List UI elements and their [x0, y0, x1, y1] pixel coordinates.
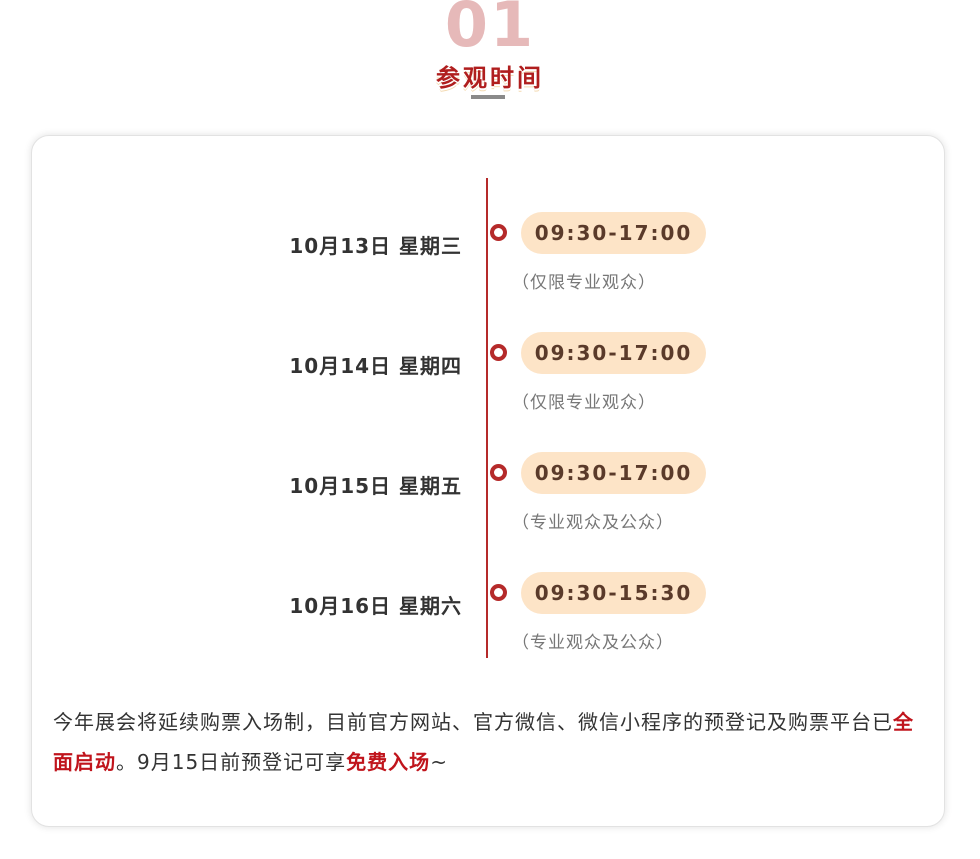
schedule-audience: （仅限专业观众）: [512, 273, 656, 293]
ticket-info-paragraph: 今年展会将延续购票入场制，目前官方网站、官方微信、微信小程序的预登记及购票平台已…: [53, 702, 927, 782]
schedule-time: 09:30-17:00: [521, 452, 706, 494]
schedule-entry: 10月15日 星期五 09:30-17:00 （专业观众及公众）: [0, 452, 980, 552]
schedule-audience: （专业观众及公众）: [512, 513, 674, 533]
schedule-entry: 10月13日 星期三 09:30-17:00 （仅限专业观众）: [0, 212, 980, 312]
schedule-entry: 10月14日 星期四 09:30-17:00 （仅限专业观众）: [0, 332, 980, 432]
free-entry-highlight: 免费入场: [346, 750, 431, 774]
title-underline: [471, 95, 505, 99]
schedule-audience: （仅限专业观众）: [512, 393, 656, 413]
ticket-info-highlight: 全面启动: [53, 710, 914, 774]
schedule-time: 09:30-17:00: [521, 212, 706, 254]
timeline-dot-icon: [490, 584, 507, 601]
schedule-date: 10月14日 星期四: [289, 354, 462, 378]
schedule-date: 10月16日 星期六: [289, 594, 462, 618]
ticket-info-text: 今年展会将延续购票入场制，目前官方网站、官方微信、微信小程序的预登记及购票平台已: [53, 710, 893, 734]
schedule-date: 10月13日 星期三: [289, 234, 462, 258]
section-number: 01: [444, 0, 536, 50]
section-header: 01 参观时间: [0, 0, 980, 110]
schedule-card: [31, 135, 945, 827]
section-title: 参观时间: [436, 64, 544, 92]
timeline-dot-icon: [490, 344, 507, 361]
schedule-entry: 10月16日 星期六 09:30-15:30 （专业观众及公众）: [0, 572, 980, 672]
timeline-dot-icon: [490, 224, 507, 241]
schedule-audience: （专业观众及公众）: [512, 633, 674, 653]
ticket-info-text: 。9月15日前预登记可享: [116, 750, 347, 774]
schedule-time: 09:30-15:30: [521, 572, 706, 614]
timeline-dot-icon: [490, 464, 507, 481]
ticket-info-text: ~: [430, 750, 448, 774]
schedule-date: 10月15日 星期五: [289, 474, 462, 498]
timeline-line: [486, 178, 488, 658]
schedule-time: 09:30-17:00: [521, 332, 706, 374]
